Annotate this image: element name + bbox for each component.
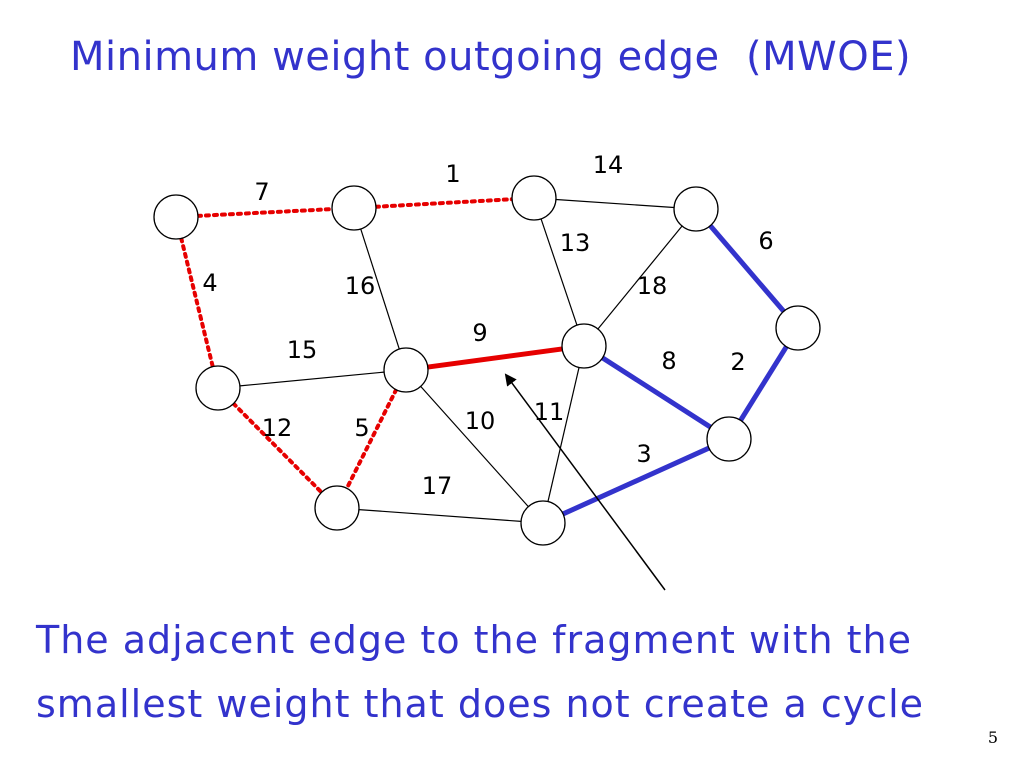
edge-weight-label-14: 14 bbox=[593, 151, 624, 179]
caption-line-1: The adjacent edge to the fragment with t… bbox=[36, 618, 913, 662]
edge-E-I bbox=[738, 345, 789, 422]
edge-weight-label-6: 6 bbox=[758, 227, 773, 255]
edges-layer bbox=[179, 197, 789, 523]
edge-K-I bbox=[562, 445, 710, 517]
edge-weight-label-2: 2 bbox=[730, 348, 745, 376]
edge-weight-label-4: 4 bbox=[202, 269, 217, 297]
edge-weight-label-16: 16 bbox=[345, 272, 376, 300]
edge-weight-label-9: 9 bbox=[472, 319, 487, 347]
edge-weight-label-7: 7 bbox=[254, 178, 269, 206]
nodes-layer bbox=[153, 175, 821, 546]
edge-A-B bbox=[195, 207, 335, 218]
pointer-arrow-layer bbox=[504, 373, 666, 591]
graph-node-E bbox=[775, 305, 821, 351]
edge-weight-label-1: 1 bbox=[445, 160, 460, 188]
edge-D-E bbox=[708, 224, 786, 313]
edge-B-G bbox=[360, 228, 400, 350]
edge-B-C bbox=[373, 197, 515, 209]
edge-weight-label-13: 13 bbox=[560, 229, 591, 257]
edge-weight-label-5: 5 bbox=[354, 414, 369, 442]
edge-F-G bbox=[239, 371, 385, 387]
graph-node-I bbox=[706, 416, 752, 462]
slide-title: Minimum weight outgoing edge (MWOE) bbox=[70, 34, 912, 80]
graph-node-J bbox=[314, 485, 360, 531]
edge-F-J bbox=[231, 401, 324, 495]
edge-A-F bbox=[179, 236, 215, 369]
graph-node-A bbox=[153, 194, 199, 240]
pointer-arrow bbox=[504, 373, 666, 591]
edge-G-K bbox=[420, 385, 529, 508]
graph-node-H bbox=[561, 323, 607, 369]
edge-H-I bbox=[601, 355, 712, 430]
edge-G-J bbox=[344, 387, 399, 491]
graph-node-G bbox=[383, 347, 429, 393]
graph-node-F bbox=[195, 365, 241, 411]
graph-node-C bbox=[511, 175, 557, 221]
labels-layer: 7 1 14 6 4 16 13 18 15 9 8 2 12 5 10 11 3 17 bbox=[202, 151, 773, 500]
edge-weight-label-8: 8 bbox=[661, 347, 676, 375]
edge-weight-label-11: 11 bbox=[534, 398, 565, 426]
edge-weight-label-10: 10 bbox=[465, 407, 496, 435]
graph-node-B bbox=[331, 185, 377, 231]
graph-node-D bbox=[673, 186, 719, 232]
edge-D-H bbox=[597, 225, 683, 330]
edge-C-D bbox=[555, 198, 675, 209]
edge-weight-label-3: 3 bbox=[636, 440, 651, 468]
edge-H-K bbox=[547, 367, 580, 502]
edge-J-K bbox=[358, 508, 522, 523]
slide-page-number: 5 bbox=[987, 728, 998, 747]
edge-weight-label-15: 15 bbox=[287, 336, 318, 364]
edge-weight-label-18: 18 bbox=[637, 272, 668, 300]
graph-node-K bbox=[520, 500, 566, 546]
edge-weight-label-17: 17 bbox=[422, 472, 453, 500]
caption-line-2: smallest weight that does not create a c… bbox=[36, 682, 925, 726]
edge-G-H bbox=[427, 346, 563, 370]
edge-weight-label-12: 12 bbox=[262, 414, 293, 442]
edge-C-H bbox=[540, 218, 578, 326]
